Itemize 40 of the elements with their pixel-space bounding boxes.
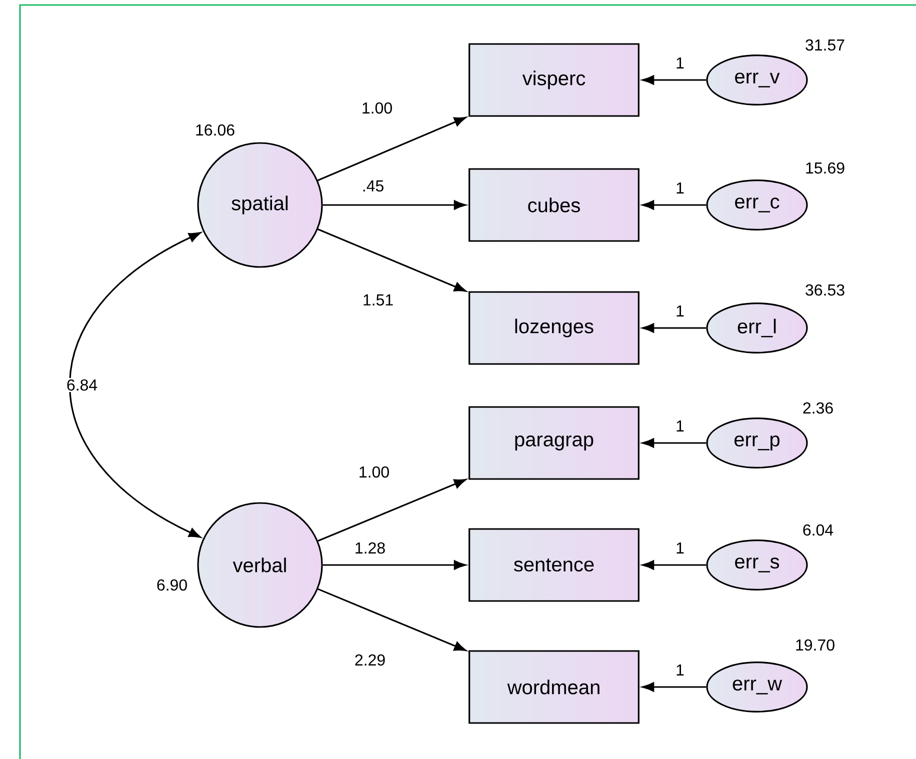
- edge-label: 1.00: [360, 101, 394, 115]
- edge-label: 1.28: [353, 541, 387, 555]
- edge-label: 2.29: [353, 653, 387, 667]
- arrow: [642, 323, 706, 333]
- edge-label: 1: [674, 304, 686, 318]
- arrow: [642, 438, 706, 448]
- edge-label: 1.00: [357, 465, 391, 479]
- variance-label: 15.69: [806, 162, 844, 174]
- observed-box: wordmean: [468, 650, 640, 724]
- arrow: [322, 200, 466, 210]
- edge-label: 1: [674, 56, 686, 70]
- edge-label: 1: [674, 419, 686, 433]
- observed-box: lozenges: [468, 291, 640, 365]
- edge-label: .45: [360, 179, 386, 193]
- variance-label: 2.36: [803, 402, 833, 414]
- arrow: [642, 75, 706, 85]
- observed-box: cubes: [468, 168, 640, 242]
- edge-label: 1.51: [361, 293, 395, 307]
- arrow: [642, 560, 706, 570]
- variance-label: 31.57: [806, 39, 844, 51]
- edge-label: 1: [674, 181, 686, 195]
- covariance-arrow: [69, 232, 201, 538]
- variance-label: 6.04: [803, 524, 834, 536]
- arrow: [642, 200, 706, 210]
- edge-label: 1: [674, 663, 686, 677]
- arrow: [317, 116, 466, 182]
- observed-box: visperc: [468, 43, 640, 117]
- observed-box: paragrap: [468, 406, 640, 480]
- edge-label: 1: [674, 541, 686, 555]
- variance-label: 16.06: [196, 124, 234, 136]
- variance-label: 19.70: [796, 639, 834, 651]
- arrow: [318, 478, 466, 542]
- arrow: [322, 560, 466, 570]
- arrow: [642, 682, 706, 692]
- arrow: [318, 228, 466, 292]
- observed-box: sentence: [468, 528, 640, 602]
- edge-label: 6.84: [65, 378, 99, 392]
- variance-label: 6.90: [157, 579, 187, 591]
- variance-label: 36.53: [806, 284, 844, 296]
- arrow: [318, 588, 466, 652]
